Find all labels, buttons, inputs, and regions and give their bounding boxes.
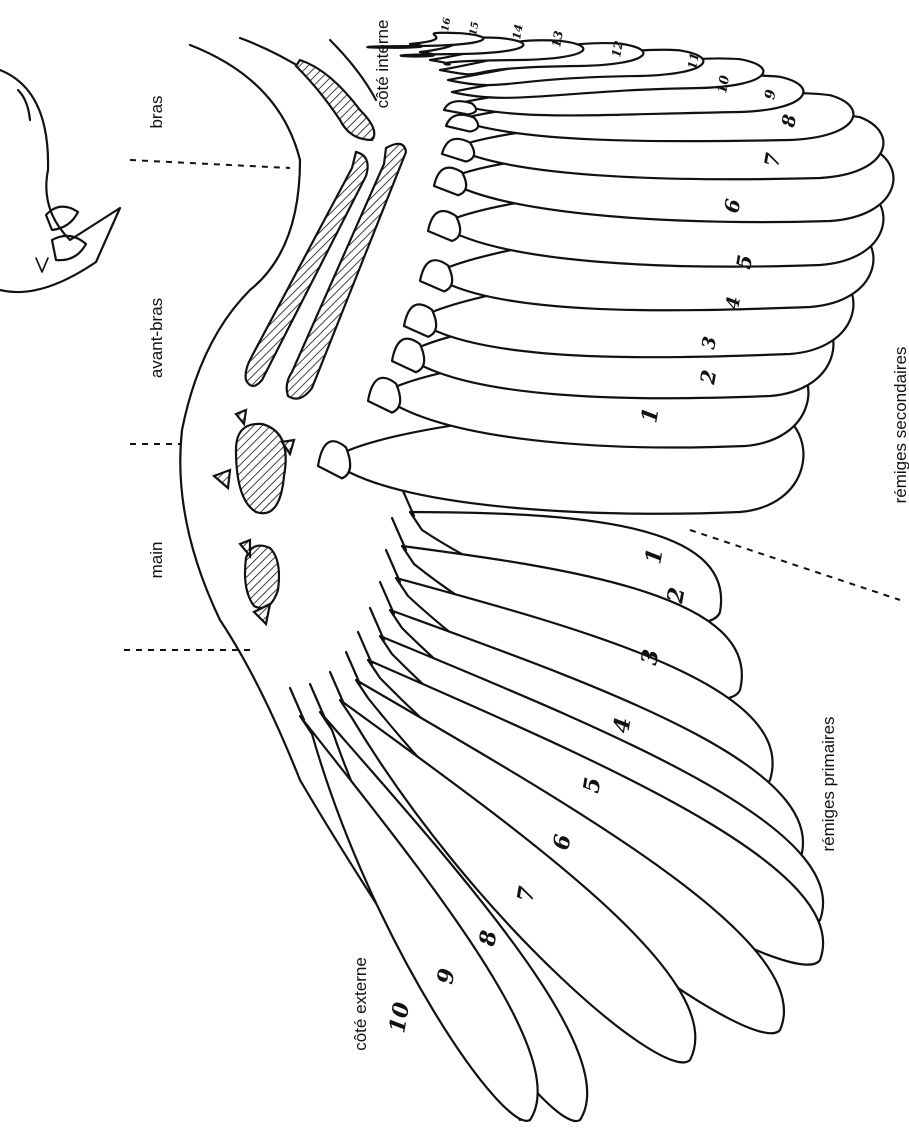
secondary-covert-9	[446, 115, 478, 132]
primary-shaft-7	[346, 652, 360, 684]
label-cote-interne: côté interne	[373, 20, 392, 109]
primary-shaft-8	[330, 672, 344, 704]
divider-secondaires-primaires	[690, 530, 900, 600]
secondary-number-15: 15	[468, 21, 481, 37]
primary-number-10: 10	[384, 1000, 415, 1035]
primary-shaft-4	[380, 582, 394, 614]
secondary-number-16: 16	[440, 17, 453, 33]
primary-shaft-6	[358, 632, 372, 664]
carpal-bone	[236, 424, 286, 513]
body-outline	[0, 70, 120, 292]
secondary-covert-5	[420, 260, 452, 291]
label-bras: bras	[147, 95, 166, 128]
secondary-number-12: 12	[609, 40, 626, 59]
primary-shaft-9	[310, 684, 324, 716]
secondary-number-10: 10	[715, 74, 733, 94]
secondary-covert-6	[428, 211, 460, 241]
label-avant-bras: avant-bras	[147, 298, 166, 378]
secondary-covert-1	[318, 441, 350, 478]
secondary-covert-7	[434, 168, 466, 196]
secondary-number-14: 14	[510, 23, 525, 40]
humerus-bone	[296, 60, 374, 140]
primary-shaft-5	[370, 608, 384, 640]
wing-bones	[214, 60, 406, 624]
primary-shaft-10	[290, 688, 304, 720]
secondary-number-11: 11	[685, 52, 702, 71]
label-cote-externe: côté externe	[351, 957, 370, 1051]
label-main: main	[147, 542, 166, 579]
label-remiges-primaires: rémiges primaires	[819, 716, 838, 851]
secondary-covert-10	[444, 101, 476, 114]
divider-bras	[130, 160, 290, 168]
primary-shaft-2	[392, 518, 406, 550]
secondary-covert-3	[392, 339, 424, 373]
secondary-covert-8	[442, 139, 474, 162]
primary-shaft-3	[386, 550, 400, 582]
secondary-covert-4	[404, 304, 436, 336]
label-remiges-secondaires: rémiges secondaires	[891, 347, 909, 504]
secondary-covert-2	[368, 378, 400, 413]
secondary-number-13: 13	[549, 30, 566, 49]
secondary-feathers	[318, 33, 893, 514]
